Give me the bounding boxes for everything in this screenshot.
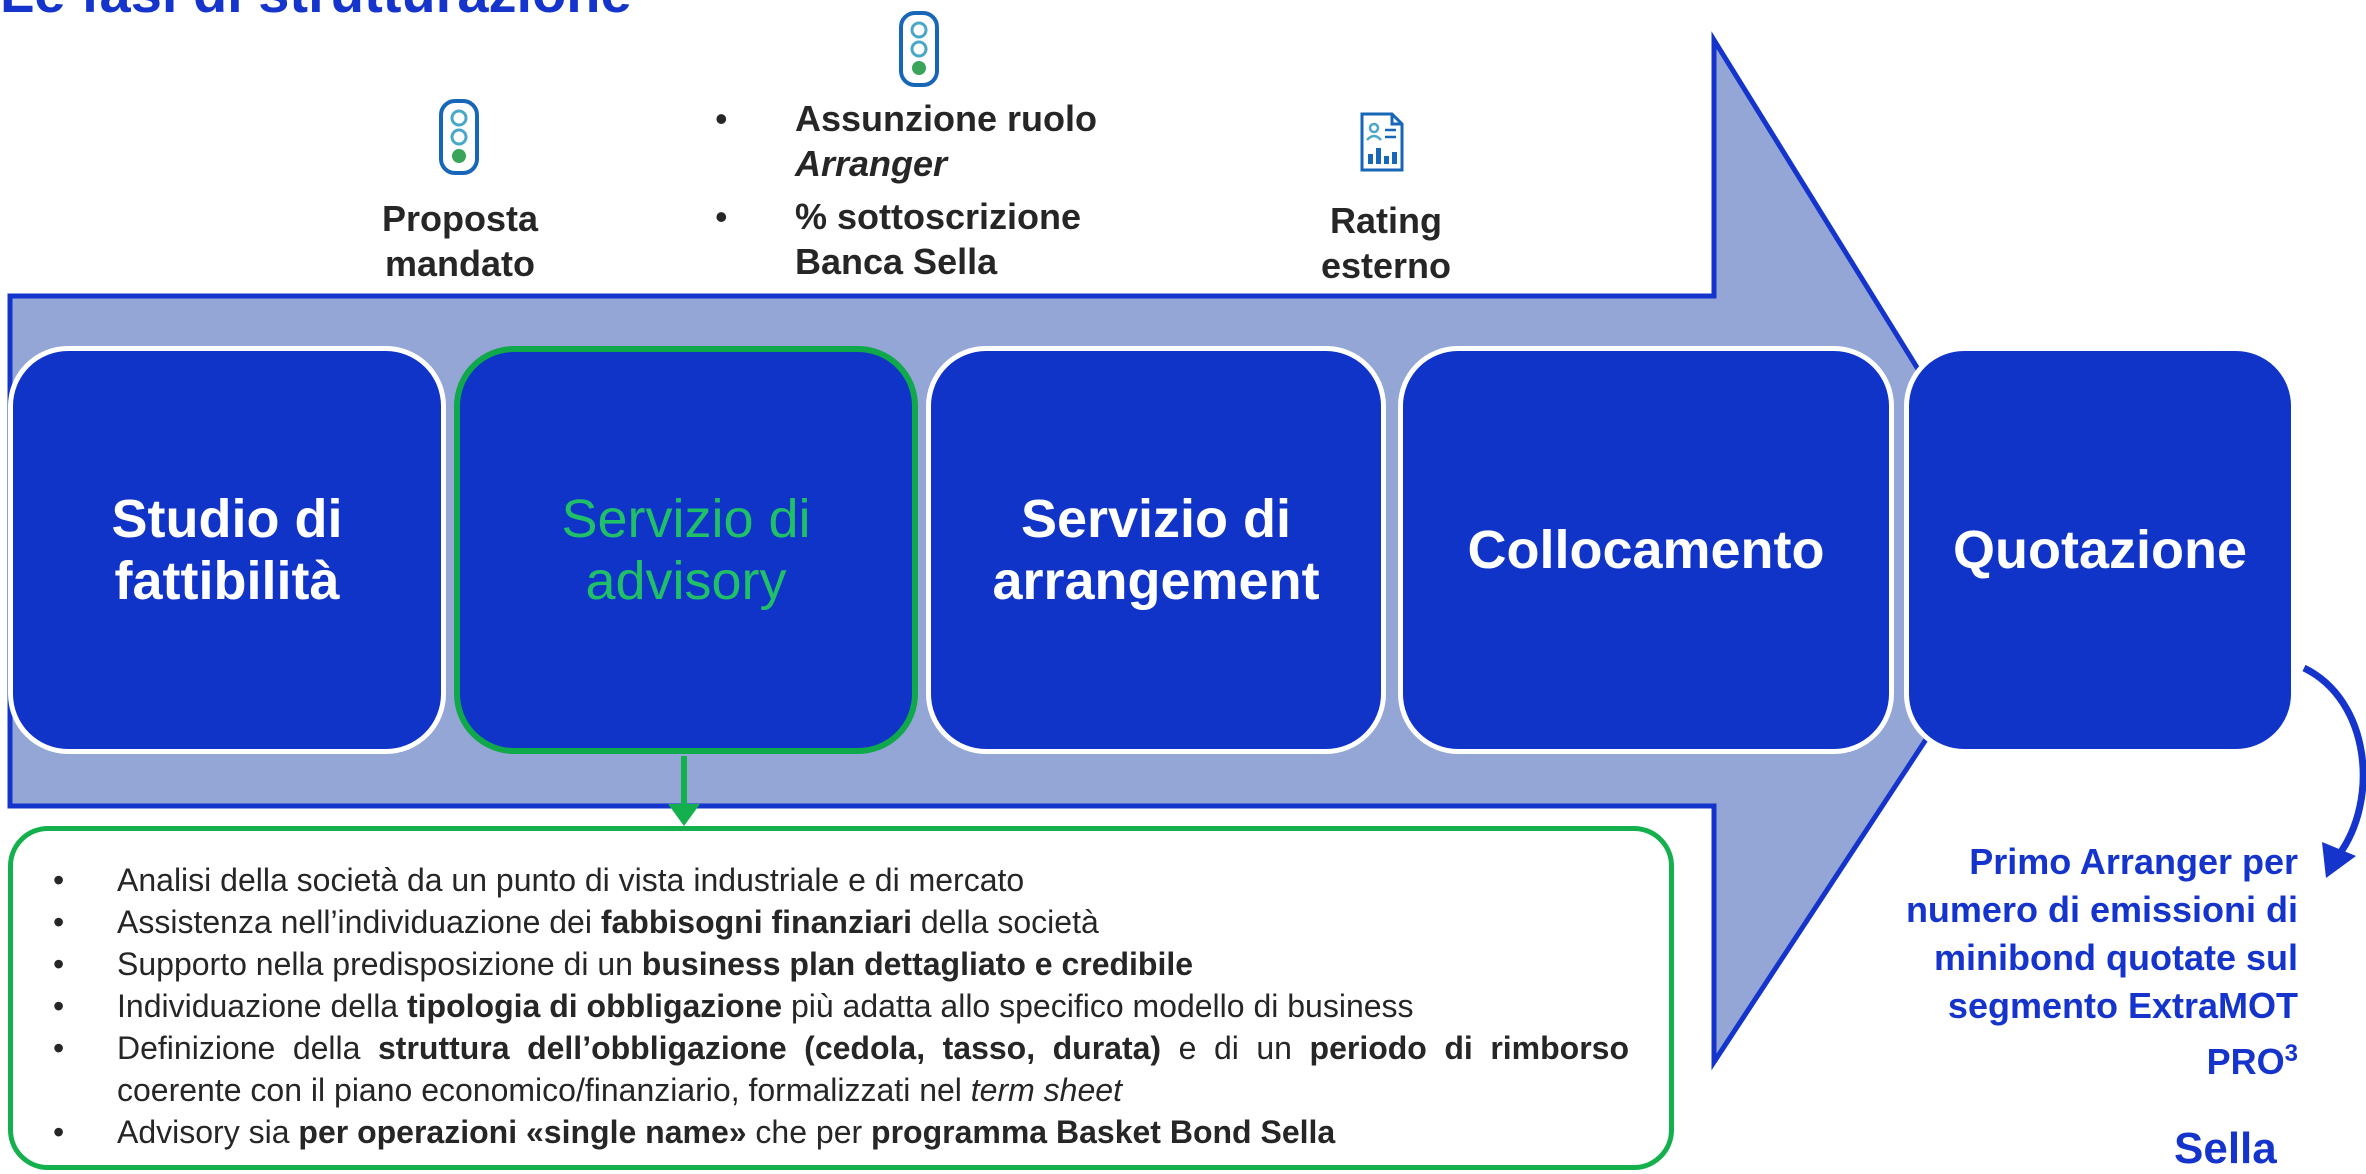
list-item: Supporto nella predisposizione di un bus…: [53, 943, 1629, 985]
curved-arrow: [2302, 664, 2366, 859]
detail-text-run: term sheet: [970, 1072, 1122, 1108]
detail-text-run: e di un: [1161, 1030, 1310, 1066]
traffic-light-icon: [899, 11, 939, 87]
list-item: Assistenza nell’individuazione dei fabbi…: [53, 901, 1629, 943]
detail-text-run: tipologia di obbligazione: [406, 988, 783, 1024]
phase-label: Servizio di arrangement: [992, 489, 1320, 611]
arranger-list: Assunzione ruolo Arranger % sottoscrizio…: [715, 96, 1135, 292]
rating-esterno-label: Rating esterno: [1320, 200, 1452, 286]
detail-text-run: periodo di rimborso: [1309, 1030, 1630, 1066]
phase-box-collocamento: Collocamento: [1398, 346, 1894, 754]
detail-text-run: della società: [911, 904, 1099, 940]
detail-text-run: Advisory sia: [117, 1114, 299, 1150]
page-title: Le fasi di strutturazione: [0, 0, 632, 25]
list-item: Analisi della società da un punto di vis…: [53, 859, 1629, 901]
detail-text-run: che per: [746, 1114, 872, 1150]
list-item: Individuazione della tipologia di obblig…: [53, 985, 1629, 1027]
phase-label: Servizio di advisory: [561, 489, 811, 611]
traffic-light-icon: [439, 99, 479, 175]
proposta-mandato-label: Proposta mandato: [381, 198, 539, 284]
phase-box-quotazione: Quotazione: [1904, 346, 2296, 754]
list-item: Assunzione ruolo Arranger: [715, 96, 1135, 186]
detail-text-run: per operazioni «single name»: [298, 1114, 747, 1150]
phase-label: Studio di fattibilità: [111, 489, 343, 611]
detail-text-run: più adatta allo specifico modello di bus…: [782, 988, 1414, 1024]
arranger-item-italic: Arranger: [795, 143, 948, 184]
phase-label: Collocamento: [1467, 520, 1825, 580]
list-item: Definizione della struttura dell’obbliga…: [53, 1027, 1629, 1111]
detail-text-run: fabbisogni finanziari: [600, 904, 912, 940]
phase-box-arrangement: Servizio di arrangement: [926, 346, 1386, 754]
phase-box-studio: Studio di fattibilità: [8, 346, 446, 754]
sottoscrizione-item: % sottoscrizione Banca Sella: [795, 196, 1082, 282]
detail-text-run: Assistenza nell’individuazione dei: [117, 904, 601, 940]
report-chart-icon: [1360, 112, 1404, 172]
detail-text-run: struttura dell’obbligazione (cedola, tas…: [377, 1030, 1162, 1066]
side-note-superscript: 3: [2284, 1040, 2298, 1067]
detail-text-run: business plan dettagliato e credibile: [641, 946, 1194, 982]
side-note-text: Primo Arranger per numero di emissioni d…: [1905, 841, 2298, 1082]
detail-text-run: coerente con il piano economico/finanzia…: [117, 1072, 971, 1108]
curved-arrow-head: [2322, 842, 2356, 878]
detail-text-run: Definizione della: [117, 1030, 378, 1066]
list-item: Advisory sia per operazioni «single name…: [53, 1111, 1629, 1153]
detail-text-run: Analisi della società da un punto di vis…: [117, 862, 1025, 898]
phase-label: Quotazione: [1953, 520, 2247, 580]
detail-text-run: Supporto nella predisposizione di un: [117, 946, 642, 982]
arranger-item-prefix: Assunzione ruolo: [795, 98, 1098, 139]
advisory-details-box: Analisi della società da un punto di vis…: [8, 826, 1674, 1170]
brand-logo: Sella: [2174, 1124, 2277, 1173]
advisory-connector-arrowhead: [668, 804, 700, 826]
advisory-details-list: Analisi della società da un punto di vis…: [53, 859, 1629, 1153]
phase-box-advisory: Servizio di advisory: [454, 346, 918, 754]
detail-text-run: Individuazione della: [117, 988, 407, 1024]
list-item: % sottoscrizione Banca Sella: [715, 194, 1135, 284]
detail-text-run: programma Basket Bond Sella: [871, 1114, 1336, 1150]
side-note: Primo Arranger per numero di emissioni d…: [1868, 838, 2298, 1086]
